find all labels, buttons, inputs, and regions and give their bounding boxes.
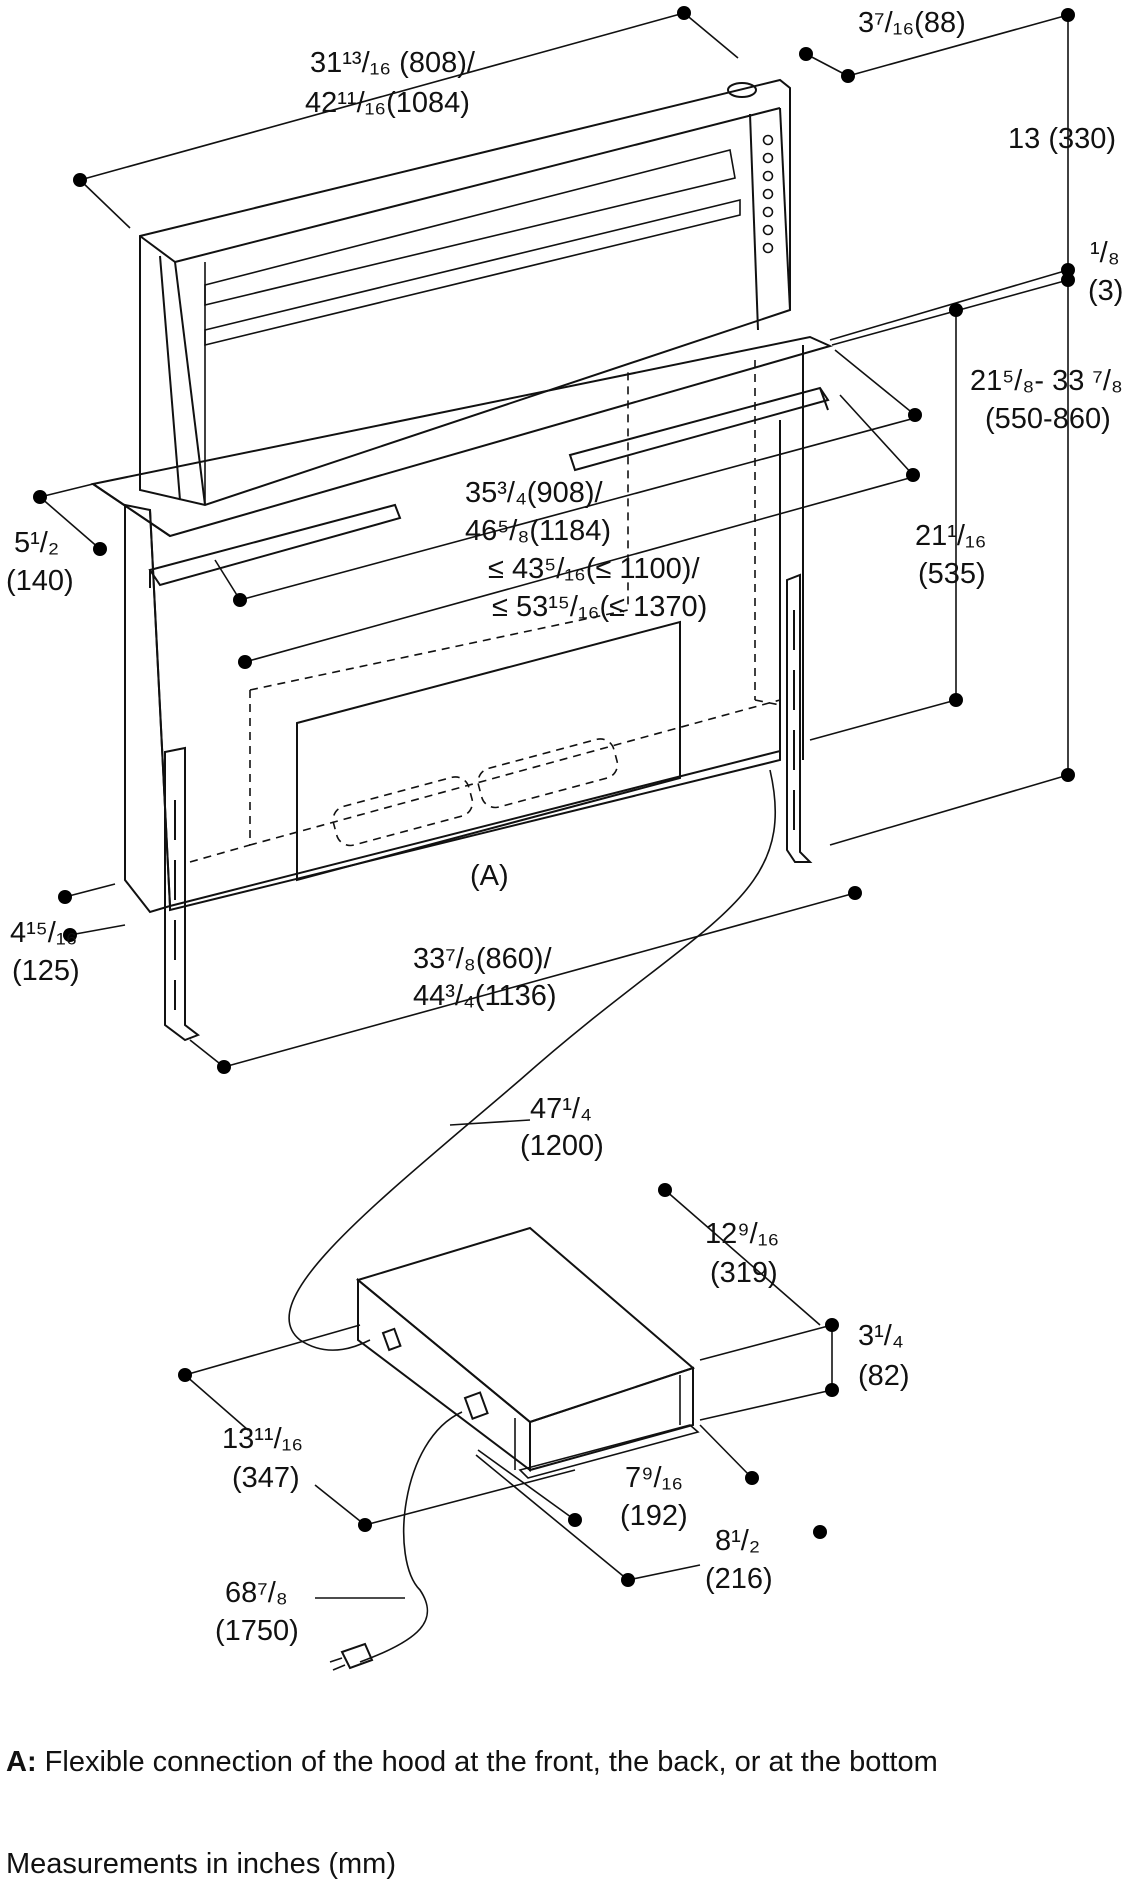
cable-length-label-2: (1200) xyxy=(520,1130,604,1162)
cutout-label-1: ≤ 43⁵/₁₆(≤ 1100)/ xyxy=(488,553,700,585)
control-buttons xyxy=(762,134,774,254)
cable-length-label-1: 47¹/₄ xyxy=(530,1093,592,1125)
mounting-rails xyxy=(148,386,830,588)
units-note: Measurements in inches (mm) xyxy=(6,1848,396,1880)
cutout-label-2: ≤ 53¹⁵/₁₆(≤ 1370) xyxy=(492,591,707,623)
motor-height-label-2: (82) xyxy=(858,1360,910,1392)
power-plug xyxy=(329,1642,374,1671)
box-height-label-1: 21¹/₁₆ xyxy=(915,520,986,552)
lip-label-2: (3) xyxy=(1088,275,1123,307)
power-cable xyxy=(359,1411,463,1663)
hood-depth-label: 3⁷/₁₆(88) xyxy=(858,7,966,39)
hood-chimney xyxy=(139,78,791,507)
rail-label-2: 46⁵/₈(1184) xyxy=(465,515,611,547)
install-depth-label-2: (550-860) xyxy=(985,403,1111,435)
bottom-width-label-1: 33⁷/₈(860)/ xyxy=(413,943,553,975)
motor-depth-label-1: 12⁹/₁₆ xyxy=(705,1218,779,1250)
motor-length-label-2: (347) xyxy=(232,1462,300,1494)
front-depth-label-1: 4¹⁵/₁₆ xyxy=(10,917,77,949)
power-cable-label-1: 68⁷/₈ xyxy=(225,1577,288,1609)
connection-note: A: Flexible connection of the hood at th… xyxy=(6,1746,938,1779)
dimension-lines xyxy=(39,12,1069,1599)
install-depth-label-1: 21⁵/₈- 33 ⁷/₈ xyxy=(970,365,1123,397)
connection-note-key: A: xyxy=(6,1746,37,1778)
motor-total-label-2: (216) xyxy=(705,1563,773,1595)
box-height-label-2: (535) xyxy=(918,558,986,590)
motor-depth-label-2: (319) xyxy=(710,1257,778,1289)
side-label-2: (140) xyxy=(6,565,74,597)
motor-total-label-1: 8¹/₂ xyxy=(715,1525,760,1557)
motor-feet-label-1: 7⁹/₁₆ xyxy=(625,1462,683,1494)
connection-note-text: Flexible connection of the hood at the f… xyxy=(36,1746,938,1778)
filter-panel xyxy=(296,620,681,882)
front-depth-label-2: (125) xyxy=(12,955,80,987)
dimension-labels: 31¹³/₁₆ (808)/ 42¹¹/₁₆(1084) 3⁷/₁₆(88) 1… xyxy=(6,7,1123,1647)
hood-height-label: 13 (330) xyxy=(1008,123,1116,155)
motor-box xyxy=(355,1226,700,1479)
side-label-1: 5¹/₂ xyxy=(14,527,59,559)
hood-width-label-2: 42¹¹/₁₆(1084) xyxy=(305,87,470,119)
mounting-brackets xyxy=(164,573,813,1042)
power-cable-label-2: (1750) xyxy=(215,1615,299,1647)
dimension-dots xyxy=(33,6,1075,1587)
motor-height-label-1: 3¹/₄ xyxy=(858,1320,904,1352)
lip-label-1: ¹/₈ xyxy=(1090,237,1120,269)
hood-width-label-1: 31¹³/₁₆ (808)/ xyxy=(310,47,476,79)
motor-feet-label-2: (192) xyxy=(620,1500,688,1532)
bottom-width-label-2: 44³/₄(1136) xyxy=(413,980,557,1012)
connection-a-label: (A) xyxy=(470,860,509,892)
motor-length-label-1: 13¹¹/₁₆ xyxy=(222,1423,303,1455)
housing-box xyxy=(124,345,804,914)
cutout-outline xyxy=(189,360,781,863)
frame-plate xyxy=(90,335,833,538)
rail-label-1: 35³/₄(908)/ xyxy=(465,477,604,509)
